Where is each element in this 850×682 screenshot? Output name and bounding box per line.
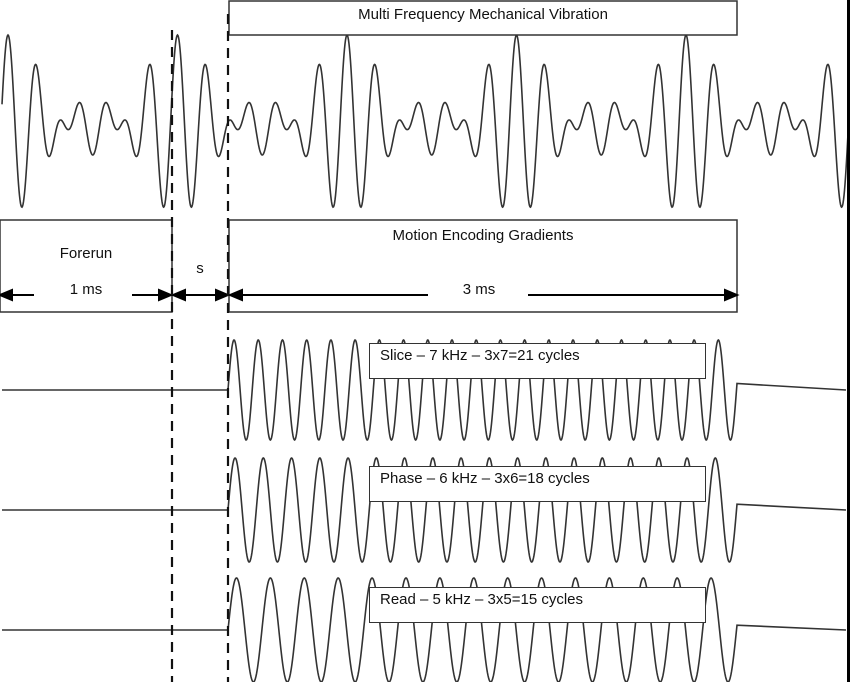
forerun-duration: 1 ms <box>69 281 103 298</box>
title-box <box>228 0 738 36</box>
meg-box <box>228 219 738 313</box>
right-border <box>847 0 850 682</box>
slice-gradient-waveform <box>2 338 847 442</box>
meg-label: Motion Encoding Gradients <box>392 227 574 244</box>
read-gradient-waveform <box>2 577 847 682</box>
phase-gradient-label: Phase – 6 kHz – 3x6=18 cycles <box>369 466 706 502</box>
gap-label: s <box>196 260 204 277</box>
title-label: Multi Frequency Mechanical Vibration <box>358 6 608 23</box>
duration-arrows <box>0 288 740 302</box>
forerun-label: Forerun <box>59 245 113 262</box>
slice-gradient-label: Slice – 7 kHz – 3x7=21 cycles <box>369 343 706 379</box>
forerun-box <box>0 219 173 313</box>
meg-duration: 3 ms <box>462 281 496 298</box>
vibration-waveform <box>1 33 849 209</box>
read-gradient-label: Read – 5 kHz – 3x5=15 cycles <box>369 587 706 623</box>
